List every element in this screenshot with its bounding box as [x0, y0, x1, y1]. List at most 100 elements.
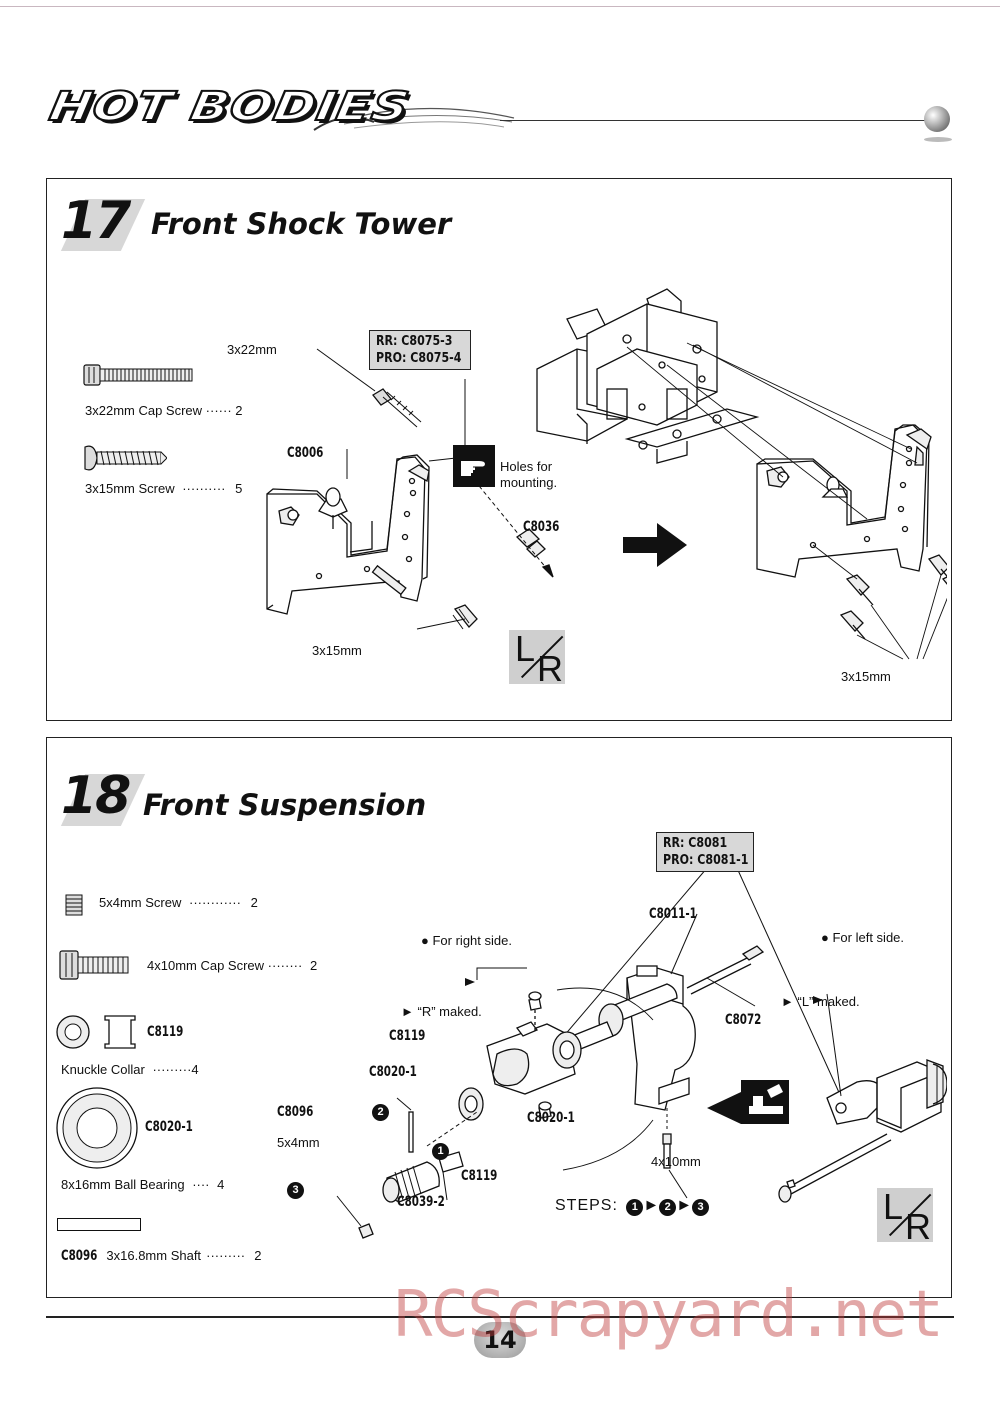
- cap-screw-3x22-image: [83, 364, 193, 386]
- front-suspension-diagram: [336, 867, 947, 1239]
- parts-shaft-code: C8096: [61, 1248, 98, 1264]
- parts-dots: ············: [188, 895, 241, 910]
- parts-qty: 4: [217, 1177, 225, 1192]
- callout-holes-line1: Holes for: [500, 459, 553, 474]
- parts-cap-screw-4x10-label: 4x10mm Cap Screw: [147, 958, 265, 973]
- arrow-right-icon: ►: [643, 1197, 660, 1214]
- callout-c8036: C8036: [523, 519, 560, 535]
- page-number: 14: [483, 1326, 517, 1354]
- parts-dots: ········: [267, 958, 303, 973]
- callout-left-side: ● For left side.: [821, 930, 904, 945]
- callout-l-maked: ► “L” maked.: [781, 994, 860, 1009]
- parts-dots: ·········: [152, 1062, 192, 1077]
- callout-screw-3x15-left: 3x15mm: [312, 643, 362, 658]
- triangle-icon: ►: [781, 994, 794, 1009]
- callout-l-maked-text: “L” maked.: [797, 994, 860, 1009]
- left-right-badge: L R: [509, 628, 565, 689]
- callout-left-side-text: For left side.: [832, 930, 905, 945]
- parts-ball-bearing: 8x16mm Ball Bearing ···· 4: [61, 1177, 224, 1192]
- parts-dots: ····: [192, 1177, 210, 1192]
- parts-qty: 2: [235, 403, 243, 418]
- left-right-badge: L R: [877, 1186, 933, 1247]
- parts-cap-screw-4x10: 4x10mm Cap Screw ········ 2: [147, 958, 317, 973]
- step-marker-3: 3: [287, 1182, 304, 1199]
- parts-qty: 2: [250, 895, 258, 910]
- callout-screw-4x10: 4x10mm: [651, 1154, 701, 1169]
- set-screw-5x4-image: [65, 894, 83, 916]
- knuckle-collar-image: [56, 1015, 136, 1049]
- parts-qty: 4: [191, 1062, 199, 1077]
- callout-c8011: C8011-1: [649, 906, 697, 922]
- parts-dots: ··········: [182, 481, 226, 496]
- callout-c8006: C8006: [287, 445, 324, 461]
- header-rule: [500, 120, 930, 121]
- parts-screw-3x15-label: 3x15mm Screw: [85, 481, 175, 496]
- callout-r-maked: ► “R” maked.: [401, 1004, 482, 1019]
- parts-ball-bearing-code: C8020-1: [145, 1119, 193, 1135]
- steps-1: 1: [626, 1199, 644, 1216]
- lr-r: R: [905, 1206, 931, 1247]
- front-shock-tower-diagram: [266, 288, 947, 660]
- header-ball-shadow: [924, 137, 952, 142]
- triangle-icon: ►: [401, 1004, 414, 1019]
- callout-r-maked-text: “R” maked.: [417, 1004, 482, 1019]
- callout-c8072: C8072: [725, 1012, 762, 1028]
- parts-qty: 2: [254, 1248, 262, 1263]
- step-marker-1: 1: [432, 1143, 449, 1160]
- parts-screw-3x15: 3x15mm Screw ·········· 5: [85, 481, 242, 496]
- callout-right-side-text: For right side.: [432, 933, 512, 948]
- steps-label: STEPS:: [555, 1197, 618, 1214]
- parts-cap-screw-3x22-label: 3x22mm Cap Screw: [85, 403, 203, 418]
- callout-right-side: ● For right side.: [421, 933, 512, 948]
- parts-screw-5x4: 5x4mm Screw ············ 2: [99, 895, 258, 910]
- page-number-badge: [474, 1322, 526, 1358]
- steps-3: 3: [692, 1199, 710, 1216]
- callout-screw-3x15-right: 3x15mm: [841, 669, 891, 684]
- ref-rr: RR: C8075-3: [376, 334, 453, 349]
- parts-knuckle-collar: Knuckle Collar ·········4: [61, 1062, 199, 1077]
- arrow-right-icon: ►: [676, 1197, 693, 1214]
- ball-bearing-image: [56, 1087, 138, 1169]
- steps-2: 2: [659, 1199, 677, 1216]
- parts-cap-screw-3x22: 3x22mm Cap Screw ······ 2: [85, 403, 243, 418]
- steps-sequence: STEPS: 1►2►3: [555, 1197, 710, 1216]
- parts-screw-5x4-label: 5x4mm Screw: [99, 895, 182, 910]
- callout-holes: Holes for mounting.: [500, 459, 557, 491]
- shaft-image: [57, 1218, 141, 1231]
- callout-c8119-top: C8119: [389, 1028, 426, 1044]
- parts-knuckle-collar-label: Knuckle Collar: [61, 1062, 145, 1077]
- watermark: RCScrapyard.net: [394, 1278, 944, 1352]
- brand-logo-text: HOT BODIES: [45, 83, 415, 131]
- parts-shaft: C8096 3x16.8mm Shaft ········· 2: [61, 1245, 261, 1264]
- callout-holes-line2: mounting.: [500, 475, 558, 490]
- screw-3x15-image: [84, 445, 167, 471]
- callout-c8039: C8039-2: [397, 1194, 445, 1210]
- step-17-number: 17: [61, 191, 131, 251]
- bullet-icon: ●: [421, 933, 429, 948]
- callout-screw-5x4: 5x4mm: [277, 1135, 320, 1150]
- top-rule: [0, 6, 1000, 7]
- callout-c8096: C8096: [277, 1104, 314, 1120]
- step-18-panel: 18 Front Suspension 5x4mm Screw ········…: [46, 737, 952, 1298]
- lr-r: R: [537, 648, 563, 689]
- brand-logo: HOT BODIES: [44, 80, 524, 140]
- lr-l: L: [515, 628, 536, 669]
- parts-dots: ·········: [206, 1248, 246, 1263]
- bullet-icon: ●: [821, 930, 829, 945]
- step-18-title: Front Suspension: [143, 788, 427, 822]
- step-18-number: 18: [61, 766, 131, 826]
- ref-box-shock-tower: RR: C8075-3 PRO: C8075-4: [369, 330, 471, 370]
- callout-screw-3x22: 3x22mm: [227, 342, 277, 357]
- step-17-panel: 17 Front Shock Tower 3x22mm Cap Screw ··…: [46, 178, 952, 721]
- parts-dots: ······: [205, 403, 232, 418]
- parts-knuckle-collar-code: C8119: [147, 1024, 184, 1040]
- parts-shaft-label: 3x16.8mm Shaft: [106, 1248, 202, 1263]
- footer-rule: [46, 1316, 954, 1318]
- parts-ball-bearing-label: 8x16mm Ball Bearing: [61, 1177, 185, 1192]
- step-marker-2: 2: [372, 1104, 389, 1121]
- ref-pro: PRO: C8081-1: [663, 853, 749, 868]
- header-ball: [924, 106, 950, 132]
- ref-pro: PRO: C8075-4: [376, 351, 462, 366]
- parts-qty: 2: [309, 958, 318, 973]
- callout-c8020-left: C8020-1: [369, 1064, 417, 1080]
